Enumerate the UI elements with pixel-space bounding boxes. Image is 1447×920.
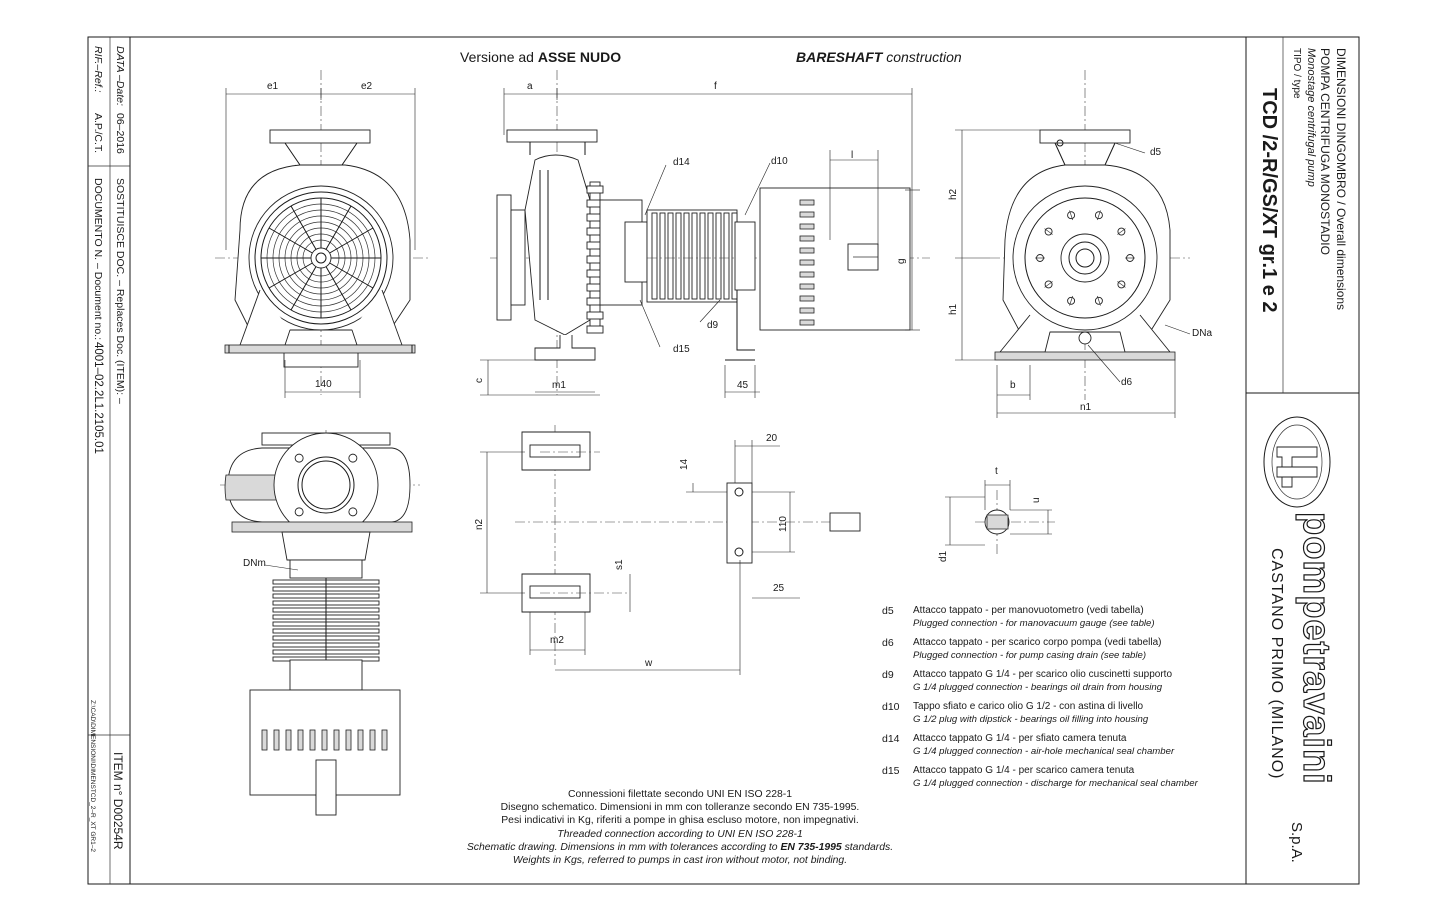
title-line-1: DIMENSIONI DINGOMBRO / Overall dimension… <box>1334 48 1348 311</box>
title-it-bold: ASSE NUDO <box>537 49 622 65</box>
left-path: Z:\CAD\DIMENSIONI\DIMENSTCD_2–R_XT GR1–2 <box>89 700 96 852</box>
legend-text-it: Tappo sfiato e carico olio G 1/2 - con a… <box>913 701 1144 712</box>
dim-e2: e2 <box>361 81 373 92</box>
dim-u: u <box>1031 497 1042 503</box>
legend-text-it: Attacco tappato - per scarico corpo pomp… <box>913 637 1162 648</box>
left-doc-val: 4001–02.2L1.2105.01 <box>92 342 104 454</box>
left-doc: DOCUMENTO N. – Document no.: <box>92 178 104 341</box>
dim-w: w <box>645 658 653 669</box>
note-line-6: Weights in Kgs, referred to pumps in cas… <box>512 855 848 867</box>
dim-d15: d15 <box>673 344 690 355</box>
legend-text-en: G 1/4 plugged connection - air-hole mech… <box>913 746 1175 757</box>
foot-plan-dimensions <box>480 440 800 675</box>
legend-text-it: Attacco tappato G 1/4 - per sfiato camer… <box>913 733 1127 744</box>
company-suffix: S.p.A. <box>1288 822 1305 863</box>
dim-l: l <box>851 150 854 161</box>
note-line-5c: standards. <box>841 841 894 853</box>
legend-text-en: G 1/2 plug with dipstick - bearings oil … <box>913 714 1149 725</box>
legend-text-it: Attacco tappato G 1/4 - per scarico olio… <box>913 669 1173 680</box>
foot-plan <box>515 425 861 665</box>
dim-c: c <box>474 378 485 383</box>
dim-s1: s1 <box>614 559 625 570</box>
notes: Connessioni filettate secondo UNI EN ISO… <box>420 788 940 867</box>
dim-n1: n1 <box>1080 402 1092 413</box>
left-item: ITEM n° D00254R <box>111 752 125 850</box>
dim-45: 45 <box>737 380 749 391</box>
left-rif-val: A.P./C.T. <box>92 113 104 154</box>
title-en-bold: BARESHAFT <box>796 49 883 65</box>
left-sost: SOSTITUISCE DOC. – Replaces Doc. (ITEM):… <box>114 178 126 404</box>
dim-f: f <box>714 81 717 92</box>
dim-a: a <box>527 81 533 92</box>
dim-dnm: DNm <box>243 558 266 569</box>
legend-text-en: Plugged connection - for pump casing dra… <box>913 650 1147 661</box>
legend-code: d9 <box>882 669 894 681</box>
title-en: BARESHAFT construction <box>796 49 962 65</box>
front-view <box>215 70 428 395</box>
dim-110: 110 <box>778 516 789 532</box>
legend-text-en: Plugged connection - for manovacuum gaug… <box>913 618 1155 629</box>
dim-t: t <box>995 466 998 477</box>
legend-code: d15 <box>882 765 900 777</box>
note-line-5a: Schematic drawing. Dimensions in mm with… <box>466 841 781 853</box>
dim-14: 14 <box>679 458 690 470</box>
dim-d14: d14 <box>673 157 690 168</box>
note-line-5: Schematic drawing. Dimensions in mm with… <box>420 841 940 854</box>
company-logo <box>1263 416 1331 508</box>
left-rif: RIF.–Ref.: <box>92 46 104 93</box>
title-line-4: TIPO / type <box>1291 48 1302 99</box>
dim-e1: e1 <box>267 81 279 92</box>
title-it-prefix: Versione ad <box>460 49 538 65</box>
dim-b: b <box>1010 380 1016 391</box>
outer-frame <box>87 36 1360 885</box>
dim-g: g <box>896 258 907 264</box>
dim-20: 20 <box>766 433 778 444</box>
end-view-dimensions <box>955 129 1191 418</box>
top-view <box>220 430 420 816</box>
dim-d1: d1 <box>938 550 949 562</box>
dim-n2: n2 <box>474 518 485 530</box>
dim-h2: h2 <box>948 188 959 200</box>
dim-d10: d10 <box>771 156 788 167</box>
legend-text-en: G 1/4 plugged connection - discharge for… <box>913 778 1198 789</box>
side-view <box>490 70 930 395</box>
legend-code: d5 <box>882 605 894 617</box>
shaft-key-detail <box>945 480 1055 555</box>
dim-d9: d9 <box>707 320 719 331</box>
dim-140: 140 <box>315 379 332 390</box>
legend-text-en: G 1/4 plugged connection - bearings oil … <box>913 682 1163 693</box>
dim-m1: m1 <box>552 380 566 391</box>
note-line-2: Disegno schematico. Dimensioni in mm con… <box>500 802 860 814</box>
left-data-val: 06–2016 <box>114 113 126 154</box>
legend-text-it: Attacco tappato - per manovuotometro (ve… <box>913 605 1144 616</box>
legend-code: d14 <box>882 733 900 745</box>
title-line-3: Monostage centrifugal pump <box>1305 48 1317 187</box>
dim-h1: h1 <box>948 303 959 315</box>
legend-code: d6 <box>882 637 894 649</box>
dim-d6: d6 <box>1121 377 1133 388</box>
company-location: CASTANO PRIMO (MILANO) <box>1268 548 1285 780</box>
dim-dna: DNa <box>1192 328 1213 339</box>
title-text: Versione ad ASSE NUDO <box>460 49 621 65</box>
legend-code: d10 <box>882 701 900 713</box>
title-line-2: POMPA CENTRIFUGA MONOSTADIO <box>1318 48 1332 255</box>
end-view <box>990 70 1190 400</box>
title-en-rest: construction <box>882 49 962 65</box>
dim-m2: m2 <box>550 635 564 646</box>
pump-model: TCD /2-R/GS/XT gr.1 e 2 <box>1258 88 1280 313</box>
legend-text-it: Attacco tappato G 1/4 - per scarico came… <box>913 765 1135 776</box>
note-line-1: Connessioni filettate secondo UNI EN ISO… <box>567 789 793 800</box>
note-line-5b: EN 735-1995 <box>780 841 842 853</box>
left-data: DATA –Date: <box>114 46 126 106</box>
dim-d5: d5 <box>1150 147 1162 158</box>
front-view-dimensions <box>225 88 416 398</box>
note-line-4: Threaded connection according to UNI EN … <box>557 828 803 840</box>
dim-25: 25 <box>773 583 785 594</box>
company-name: pompetravaini <box>1294 511 1337 785</box>
note-line-3: Pesi indicativi in Kg, riferiti a pompe … <box>501 815 859 827</box>
side-view-dimensions <box>480 88 920 398</box>
